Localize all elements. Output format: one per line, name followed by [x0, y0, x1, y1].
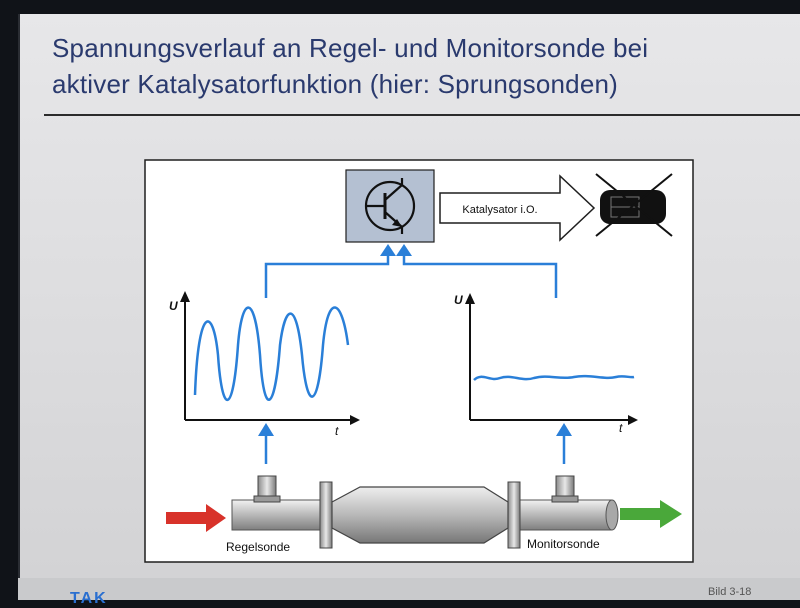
signal-arrow-left: [380, 244, 396, 256]
inflow-arrow-icon: [166, 504, 226, 532]
slide-footer-bar: [18, 578, 800, 600]
footer-logo: TAK: [70, 590, 108, 607]
right-voltage-plot: U t: [454, 293, 638, 435]
slide-title-line-2: aktiver Katalysatorfunktion (hier: Sprun…: [52, 69, 619, 99]
warning-lamp-icon: [595, 173, 673, 237]
right-plot-x-label: t: [619, 421, 623, 435]
signal-connector: [264, 255, 558, 298]
monitor-sensor: [551, 475, 579, 503]
oscillating-signal: [193, 306, 350, 402]
right-flange: [507, 481, 521, 549]
left-plot-x-label: t: [335, 424, 339, 438]
control-sensor: [253, 475, 281, 503]
slide-title: Spannungsverlauf an Regel- und Monitorso…: [52, 30, 782, 102]
title-underline: [44, 114, 800, 116]
outflow-arrow-icon: [620, 500, 682, 528]
slide-number: Bild 3-18: [708, 586, 752, 598]
control-sensor-label: Regelsonde: [226, 540, 290, 554]
transistor-icon: [345, 169, 435, 243]
status-label: Katalysator i.O.: [462, 204, 537, 216]
left-flange: [319, 481, 333, 549]
right-plot-y-label: U: [454, 293, 463, 307]
catalytic-converter: [331, 486, 509, 544]
monitor-sensor-label: Monitorsonde: [527, 537, 600, 551]
exhaust-pipe: [231, 499, 619, 531]
left-plot-y-label: U: [169, 299, 178, 313]
flat-signal: [473, 374, 635, 381]
left-sensor-arrow-head: [258, 423, 274, 436]
slide-title-line-1: Spannungsverlauf an Regel- und Monitorso…: [52, 33, 649, 63]
result-arrow: [439, 174, 596, 242]
signal-arrow-right: [396, 244, 412, 256]
right-sensor-arrow-head: [556, 423, 572, 436]
left-voltage-plot: U t: [169, 291, 360, 438]
